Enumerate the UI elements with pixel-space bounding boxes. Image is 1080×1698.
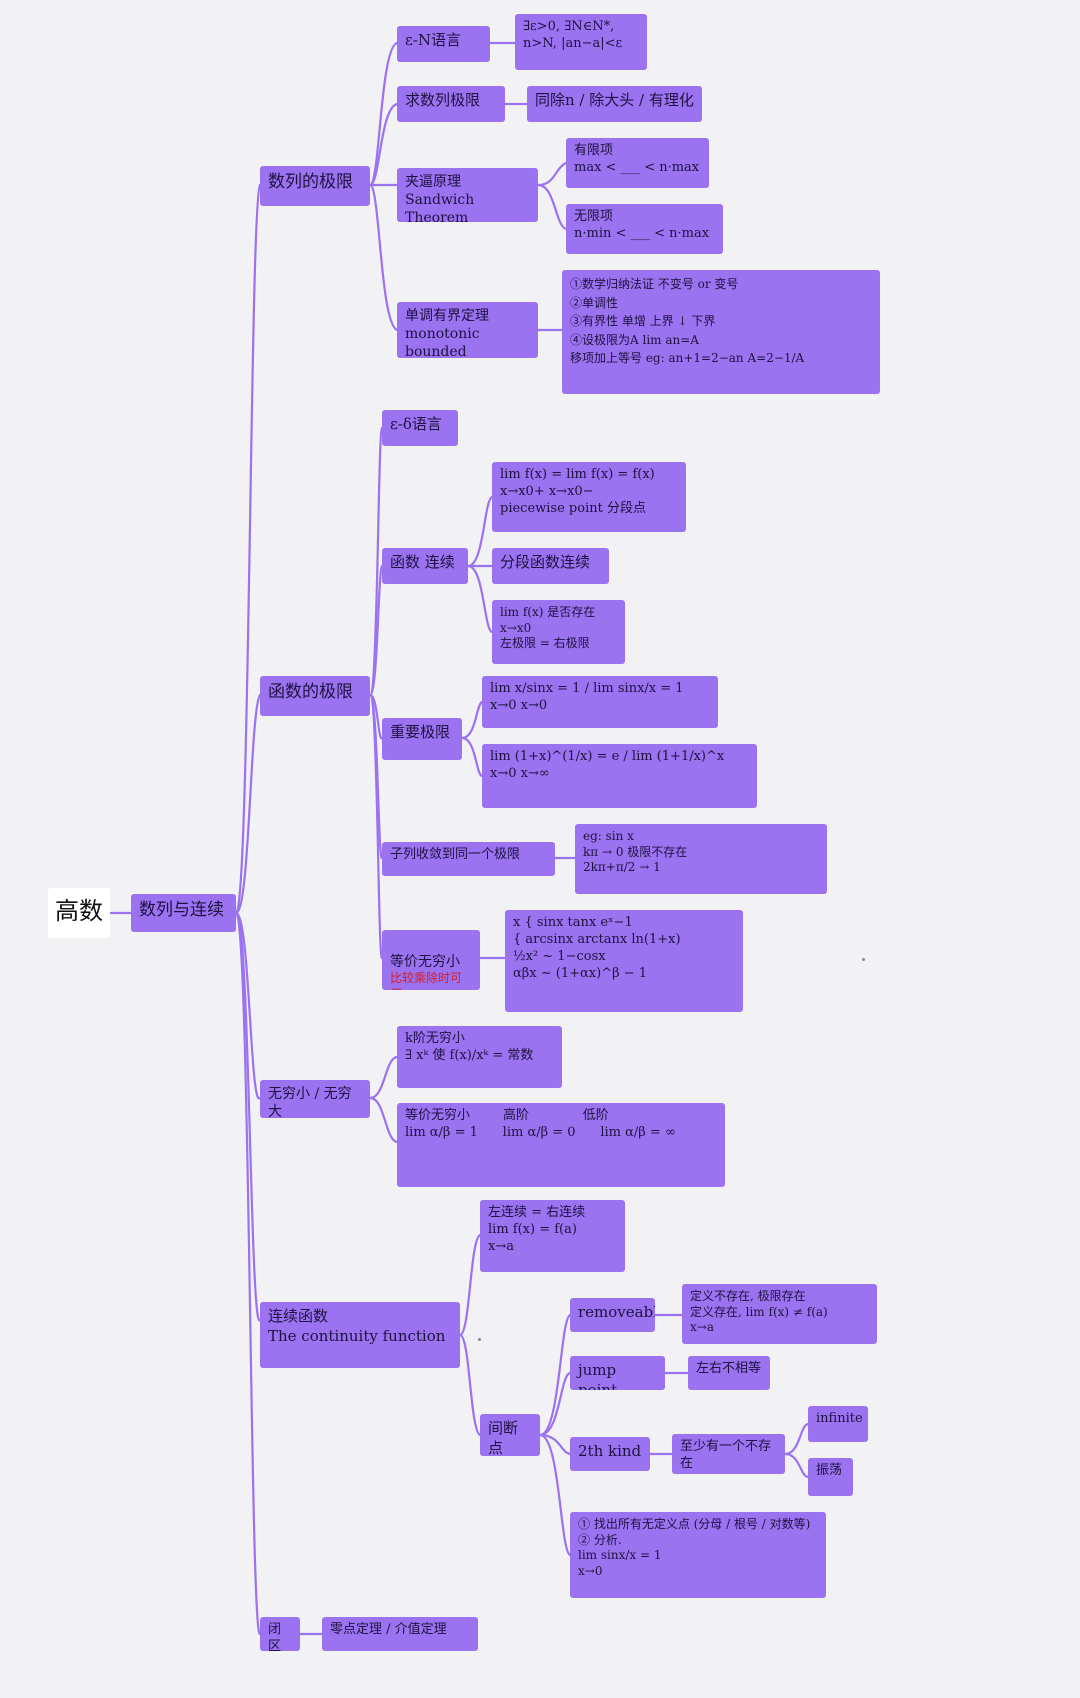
equivalent-infinitesimal-detail-node[interactable]: x { sinx tanx eˣ−1 { arcsinx arctanx ln(… [505,910,743,1012]
piecewise-continuity-node[interactable]: 分段函数连续 [492,548,609,584]
jump-discontinuity-node[interactable]: jump point [570,1356,665,1390]
equivalent-infinitesimal-label: 等价无穷小 [390,954,460,971]
stray-dot [862,958,865,961]
find-discontinuity-node[interactable]: ① 找出所有无定义点 (分母 / 根号 / 对数等) ② 分析. lim sin… [570,1512,826,1598]
second-kind-node[interactable]: 2th kind [570,1437,650,1471]
continuity-one-sided-node[interactable]: lim f(x) = lim f(x) = f(x) x→x0+ x→x0− p… [492,462,686,532]
main-topic-node[interactable]: 数列与连续 [131,894,236,932]
stray-dot [478,1338,481,1341]
second-kind-detail-node[interactable]: 至少有一个不存在 [672,1434,785,1474]
sequence-limit-node[interactable]: 数列的极限 [260,166,370,206]
sandwich-theorem-node[interactable]: 夹逼原理 Sandwich Theorem [397,168,538,222]
subsequence-limit-node[interactable]: 子列收敛到同一个极限 [382,842,555,876]
continuity-definition-node[interactable]: 左连续 = 右连续 lim f(x) = f(a) x→a [480,1200,625,1272]
finite-terms-node[interactable]: 有限项 max < ___ < n·max [566,138,709,188]
function-limit-node[interactable]: 函数的极限 [260,676,370,716]
root-node[interactable]: 高数 [48,888,110,938]
closed-interval-theorems-node[interactable]: 零点定理 / 介值定理 [322,1617,478,1651]
subsequence-example-node[interactable]: eg: sin x kπ → 0 极限不存在 2kπ+π/2 → 1 [575,824,827,894]
epsilon-delta-node[interactable]: ε-δ语言 [382,410,458,446]
removable-discontinuity-node[interactable]: removeable [570,1298,655,1332]
monotonic-bounded-node[interactable]: 单调有界定理 monotonic bounded [397,302,538,358]
infinitesimal-comparison-node[interactable]: 等价无穷小 高阶 低阶 lim α/β = 1 lim α/β = 0 lim … [397,1103,725,1187]
removable-detail-node[interactable]: 定义不存在, 极限存在 定义存在, lim f(x) ≠ f(a) x→a [682,1284,877,1344]
limit-existence-node[interactable]: lim f(x) 是否存在 x→x0 左极限 = 右极限 [492,600,625,664]
infinitesimal-node[interactable]: 无穷小 / 无穷大 [260,1080,370,1118]
sequence-limit-methods-detail-node[interactable]: 同除n / 除大头 / 有理化 [527,86,702,122]
important-limits-node[interactable]: 重要极限 [382,718,462,760]
epsilon-n-node[interactable]: ε-N语言 [397,26,490,62]
discontinuity-node[interactable]: 间断点 [480,1414,540,1456]
important-limit-sine-node[interactable]: lim x/sinx = 1 / lim sinx/x = 1 x→0 x→0 [482,676,718,728]
continuous-function-node[interactable]: 连续函数 The continuity function [260,1302,460,1368]
sequence-limit-methods-node[interactable]: 求数列极限 [397,86,505,122]
equivalent-infinitesimal-node[interactable]: 等价无穷小 比较乘除时可用 [382,930,480,990]
infinite-discontinuity-node[interactable]: infinite [808,1406,868,1442]
epsilon-n-detail-node[interactable]: ∃ε>0, ∃N∈N*, n>N, |an−a|<ε [515,14,647,70]
monotonic-bounded-detail-node[interactable]: ①数学归纳法证 不变号 or 变号 ②单调性 ③有界性 单增 上界 ↓ 下界 ④… [562,270,880,394]
closed-interval-node[interactable]: 闭区 [260,1617,300,1651]
infinite-terms-node[interactable]: 无限项 n·min < ___ < n·max [566,204,723,254]
k-order-infinitesimal-node[interactable]: k阶无穷小 ∃ xᵏ 使 f(x)/xᵏ = 常数 [397,1026,562,1088]
jump-detail-node[interactable]: 左右不相等 [688,1356,770,1390]
oscillating-discontinuity-node[interactable]: 振荡 [808,1458,853,1496]
equivalent-infinitesimal-note: 比较乘除时可用 [390,971,463,990]
function-continuity-node[interactable]: 函数 连续 [382,548,468,584]
important-limit-e-node[interactable]: lim (1+x)^(1/x) = e / lim (1+1/x)^x x→0 … [482,744,757,808]
